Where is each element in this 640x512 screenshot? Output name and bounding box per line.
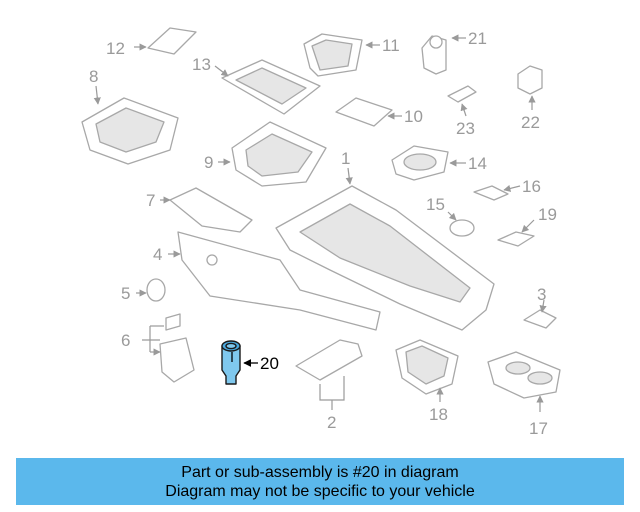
part-18-shape	[395, 339, 459, 402]
callout-23: 23	[456, 119, 475, 138]
part-1-shape	[275, 167, 495, 331]
part-17-shape	[487, 351, 561, 412]
part-10-shape	[335, 97, 402, 127]
parts-diagram: 12 11 21 13 8 22 23 10 9 1 14 16 7 15 19…	[81, 27, 561, 438]
part-11-shape	[303, 33, 380, 77]
callout-7: 7	[146, 191, 155, 210]
part-21-shape	[421, 34, 466, 75]
part-23-shape	[447, 85, 477, 117]
part-4-shape	[168, 231, 381, 331]
callout-21: 21	[468, 29, 487, 48]
part-15-shape	[447, 211, 475, 237]
callout-3: 3	[537, 285, 546, 304]
callout-2: 2	[327, 413, 336, 432]
callout-8: 8	[89, 67, 98, 86]
callout-9: 9	[204, 153, 213, 172]
banner-line-1: Part or sub-assembly is #20 in diagram	[181, 463, 459, 481]
callout-17: 17	[529, 419, 548, 438]
part-5-shape	[136, 278, 166, 302]
part-20-shape	[221, 340, 258, 385]
part-9-shape	[218, 121, 327, 187]
part-13-shape	[214, 59, 321, 115]
part-12-shape	[134, 27, 197, 55]
part-8-shape	[81, 85, 179, 165]
callout-14: 14	[468, 154, 487, 173]
part-2-shape	[295, 339, 363, 410]
callout-12: 12	[106, 39, 125, 58]
callout-16: 16	[522, 177, 541, 196]
part-3-shape	[523, 299, 557, 329]
callout-15: 15	[426, 195, 445, 214]
info-banner: Part or sub-assembly is #20 in diagram D…	[16, 458, 624, 505]
callout-20: 20	[260, 354, 279, 373]
callout-5: 5	[121, 284, 130, 303]
banner-line-2: Diagram may not be specific to your vehi…	[165, 482, 475, 500]
part-22-shape	[517, 65, 543, 110]
callout-6: 6	[121, 331, 130, 350]
callout-18: 18	[429, 405, 448, 424]
callout-1: 1	[341, 149, 350, 168]
callout-4: 4	[153, 245, 162, 264]
part-16-shape	[473, 184, 521, 201]
callout-19: 19	[538, 205, 557, 224]
part-7-shape	[160, 187, 253, 233]
callout-22: 22	[521, 113, 540, 132]
part-6-shape	[142, 313, 195, 383]
callout-13: 13	[192, 55, 211, 74]
callout-10: 10	[404, 107, 423, 126]
callout-11: 11	[382, 36, 400, 55]
part-14-shape	[391, 145, 466, 181]
part-19-shape	[497, 219, 535, 247]
